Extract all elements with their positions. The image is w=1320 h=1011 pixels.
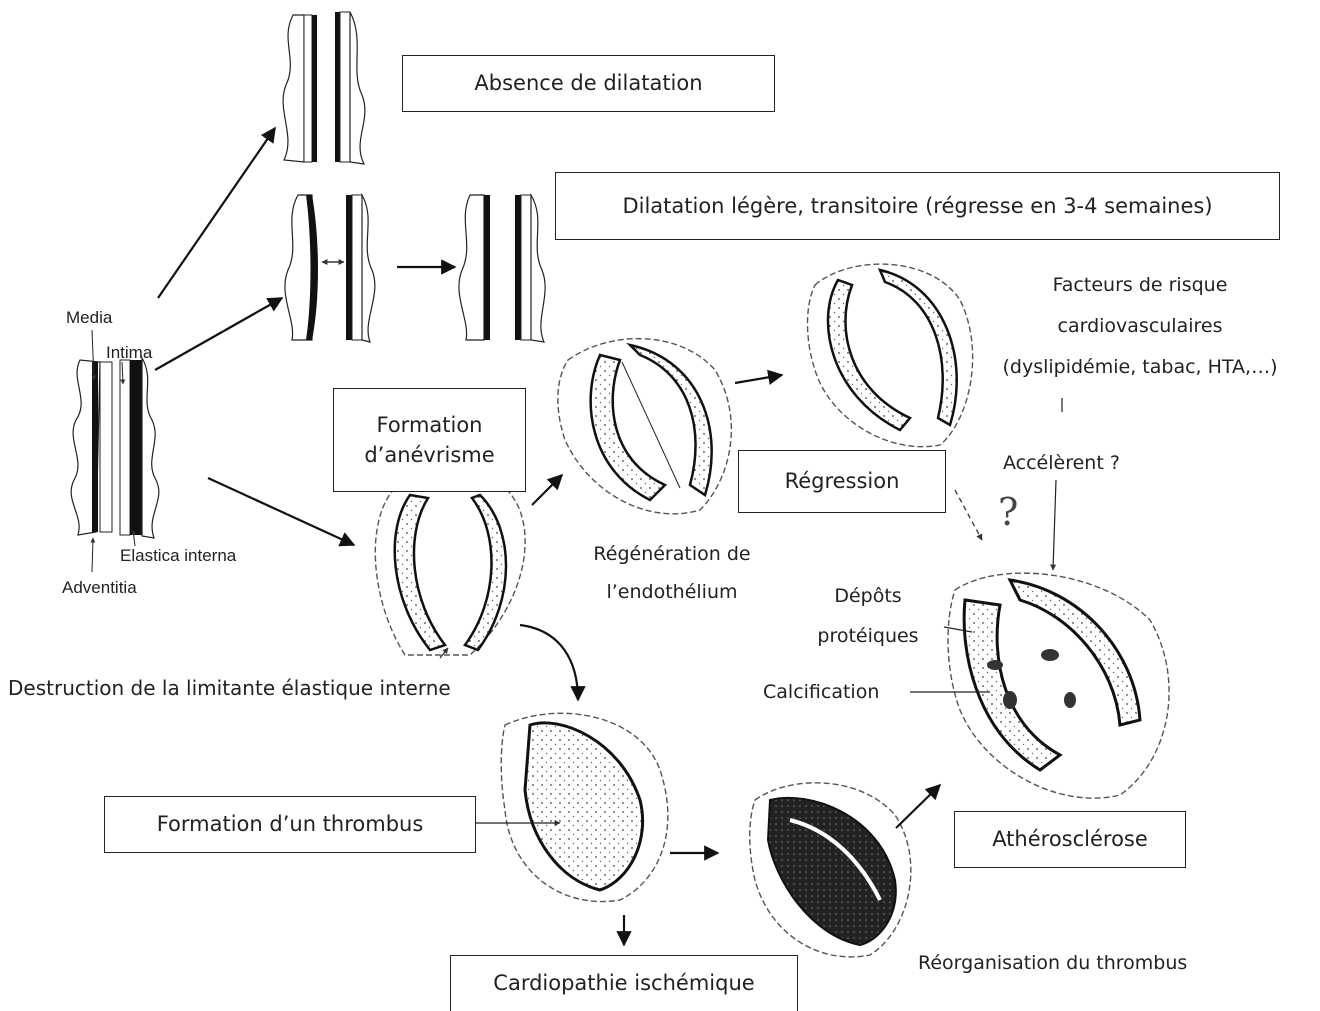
- box-atherosclerose: Athérosclérose: [954, 811, 1186, 868]
- artery-after-regression: [459, 195, 545, 342]
- aneurysm-illustration: [375, 488, 525, 655]
- caption-question-mark: ?: [998, 490, 1018, 534]
- atherosclerosis-illustration: [948, 573, 1169, 798]
- dashed-link-arrow: [955, 490, 982, 540]
- box-absence-dilatation: Absence de dilatation: [402, 55, 775, 112]
- label-media: Media: [66, 308, 112, 328]
- label-elastica-interna: Elastica interna: [120, 546, 236, 566]
- caption-depots-line1: Dépôts: [778, 576, 958, 616]
- caption-depots-line2: protéiques: [778, 616, 958, 656]
- box-formation-thrombus: Formation d’un thrombus: [104, 796, 476, 853]
- box-regression: Régression: [738, 450, 946, 513]
- caption-reorganisation-thrombus: Réorganisation du thrombus: [918, 952, 1187, 974]
- label-intima: Intima: [106, 343, 152, 363]
- caption-regeneration: Régénération de l’endothélium: [572, 535, 772, 611]
- regeneration-illustration: [558, 339, 732, 514]
- caption-facteurs-risque: Facteurs de risque cardiovasculaires (dy…: [980, 265, 1300, 388]
- caption-calcification: Calcification: [763, 681, 879, 703]
- caption-regeneration-line2: l’endothélium: [572, 573, 772, 611]
- caption-facteurs-line1: Facteurs de risque: [980, 265, 1300, 306]
- box-cardiopathie-ischemique: Cardiopathie ischémique: [450, 955, 798, 1011]
- caption-regeneration-line1: Régénération de: [572, 535, 772, 573]
- artery-slight-dilatation: [285, 195, 375, 342]
- box-formation-anevrisme: Formation d’anévrisme: [333, 388, 526, 492]
- caption-depots-proteiques: Dépôts protéiques: [778, 576, 958, 656]
- caption-destruction-limitante: Destruction de la limitante élastique in…: [8, 676, 451, 700]
- normal-artery-illustration: [71, 358, 159, 538]
- thrombus-illustration: [501, 713, 668, 901]
- box-anevrisme-line2: d’anévrisme: [364, 440, 494, 470]
- caption-facteurs-line2: cardiovasculaires: [980, 306, 1300, 347]
- box-anevrisme-line1: Formation: [377, 410, 483, 440]
- artery-no-dilatation: [283, 12, 365, 164]
- box-dilatation-legere: Dilatation légère, transitoire (régresse…: [555, 172, 1280, 240]
- caption-accelerent: Accélèrent ?: [1003, 452, 1120, 474]
- caption-facteurs-line3: (dyslipidémie, tabac, HTA,…): [980, 347, 1300, 388]
- regression-illustration: [808, 264, 973, 447]
- reorganisation-illustration: [750, 783, 911, 957]
- label-adventitia: Adventitia: [62, 578, 137, 598]
